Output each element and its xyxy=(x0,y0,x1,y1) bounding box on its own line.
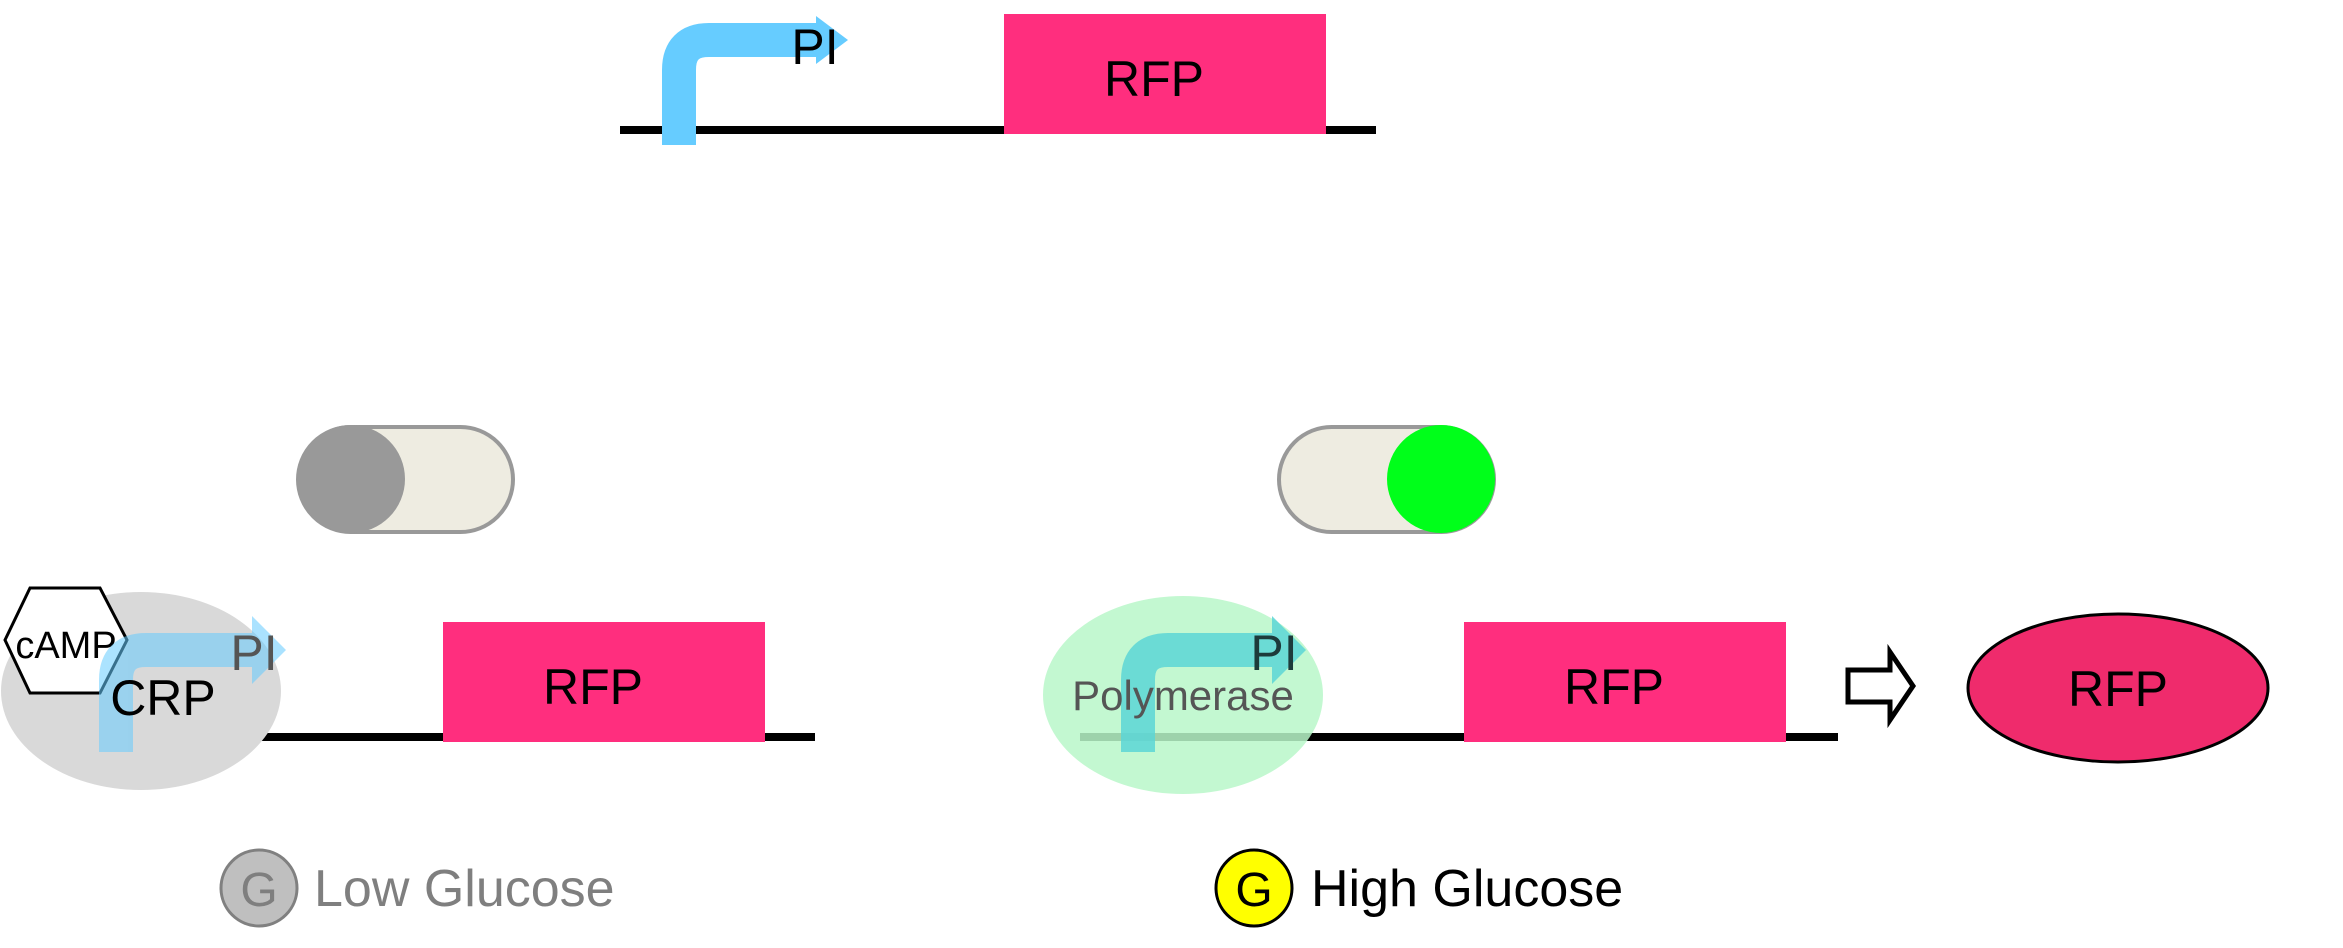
low-glucose-indicator: G Low Glucose xyxy=(219,848,615,928)
top-promoter-arrow-icon xyxy=(662,16,848,145)
high-promoter-label: PI xyxy=(1250,625,1297,681)
rfp-product-ellipse xyxy=(1966,612,2270,764)
high-promoter-arrow-icon xyxy=(1121,616,1306,752)
camp-label: cAMP xyxy=(15,625,116,667)
low-rfp-gene-box xyxy=(443,622,765,742)
high-glucose-g-symbol: G xyxy=(1235,864,1272,917)
top-construct: PI RFP xyxy=(620,14,1376,145)
polymerase-label: Polymerase xyxy=(1072,672,1294,719)
top-rfp-gene-box xyxy=(1004,14,1326,134)
top-promoter-label: PI xyxy=(791,19,838,75)
top-rfp-gene-label: RFP xyxy=(1104,51,1204,107)
crp-label: CRP xyxy=(110,670,216,726)
low-glucose-g-icon xyxy=(219,848,299,928)
low-promoter-label: PI xyxy=(230,625,277,681)
high-glucose-g-icon xyxy=(1214,848,1294,928)
low-glucose-g-symbol: G xyxy=(240,864,277,917)
rfp-product-label: RFP xyxy=(2068,661,2168,717)
high-glucose-label: High Glucose xyxy=(1311,860,1623,918)
low-glucose-label: Low Glucose xyxy=(314,860,615,918)
high-glucose-panel: PI Polymerase RFP RFP G High Glucose xyxy=(1043,425,2270,928)
high-switch-knob xyxy=(1387,425,1495,533)
low-switch-knob xyxy=(297,425,405,533)
low-rfp-gene-label: RFP xyxy=(543,659,643,715)
high-rfp-gene-label: RFP xyxy=(1564,659,1664,715)
low-glucose-panel: cAMP PI CRP RFP G Low Glucose xyxy=(1,425,815,928)
expression-arrow-icon xyxy=(1845,643,1917,729)
high-rfp-gene-box xyxy=(1464,622,1786,742)
high-glucose-indicator: G High Glucose xyxy=(1214,848,1623,928)
low-promoter-arrow-icon xyxy=(99,616,286,752)
low-glucose-switch xyxy=(296,425,515,534)
high-glucose-switch xyxy=(1277,425,1496,534)
